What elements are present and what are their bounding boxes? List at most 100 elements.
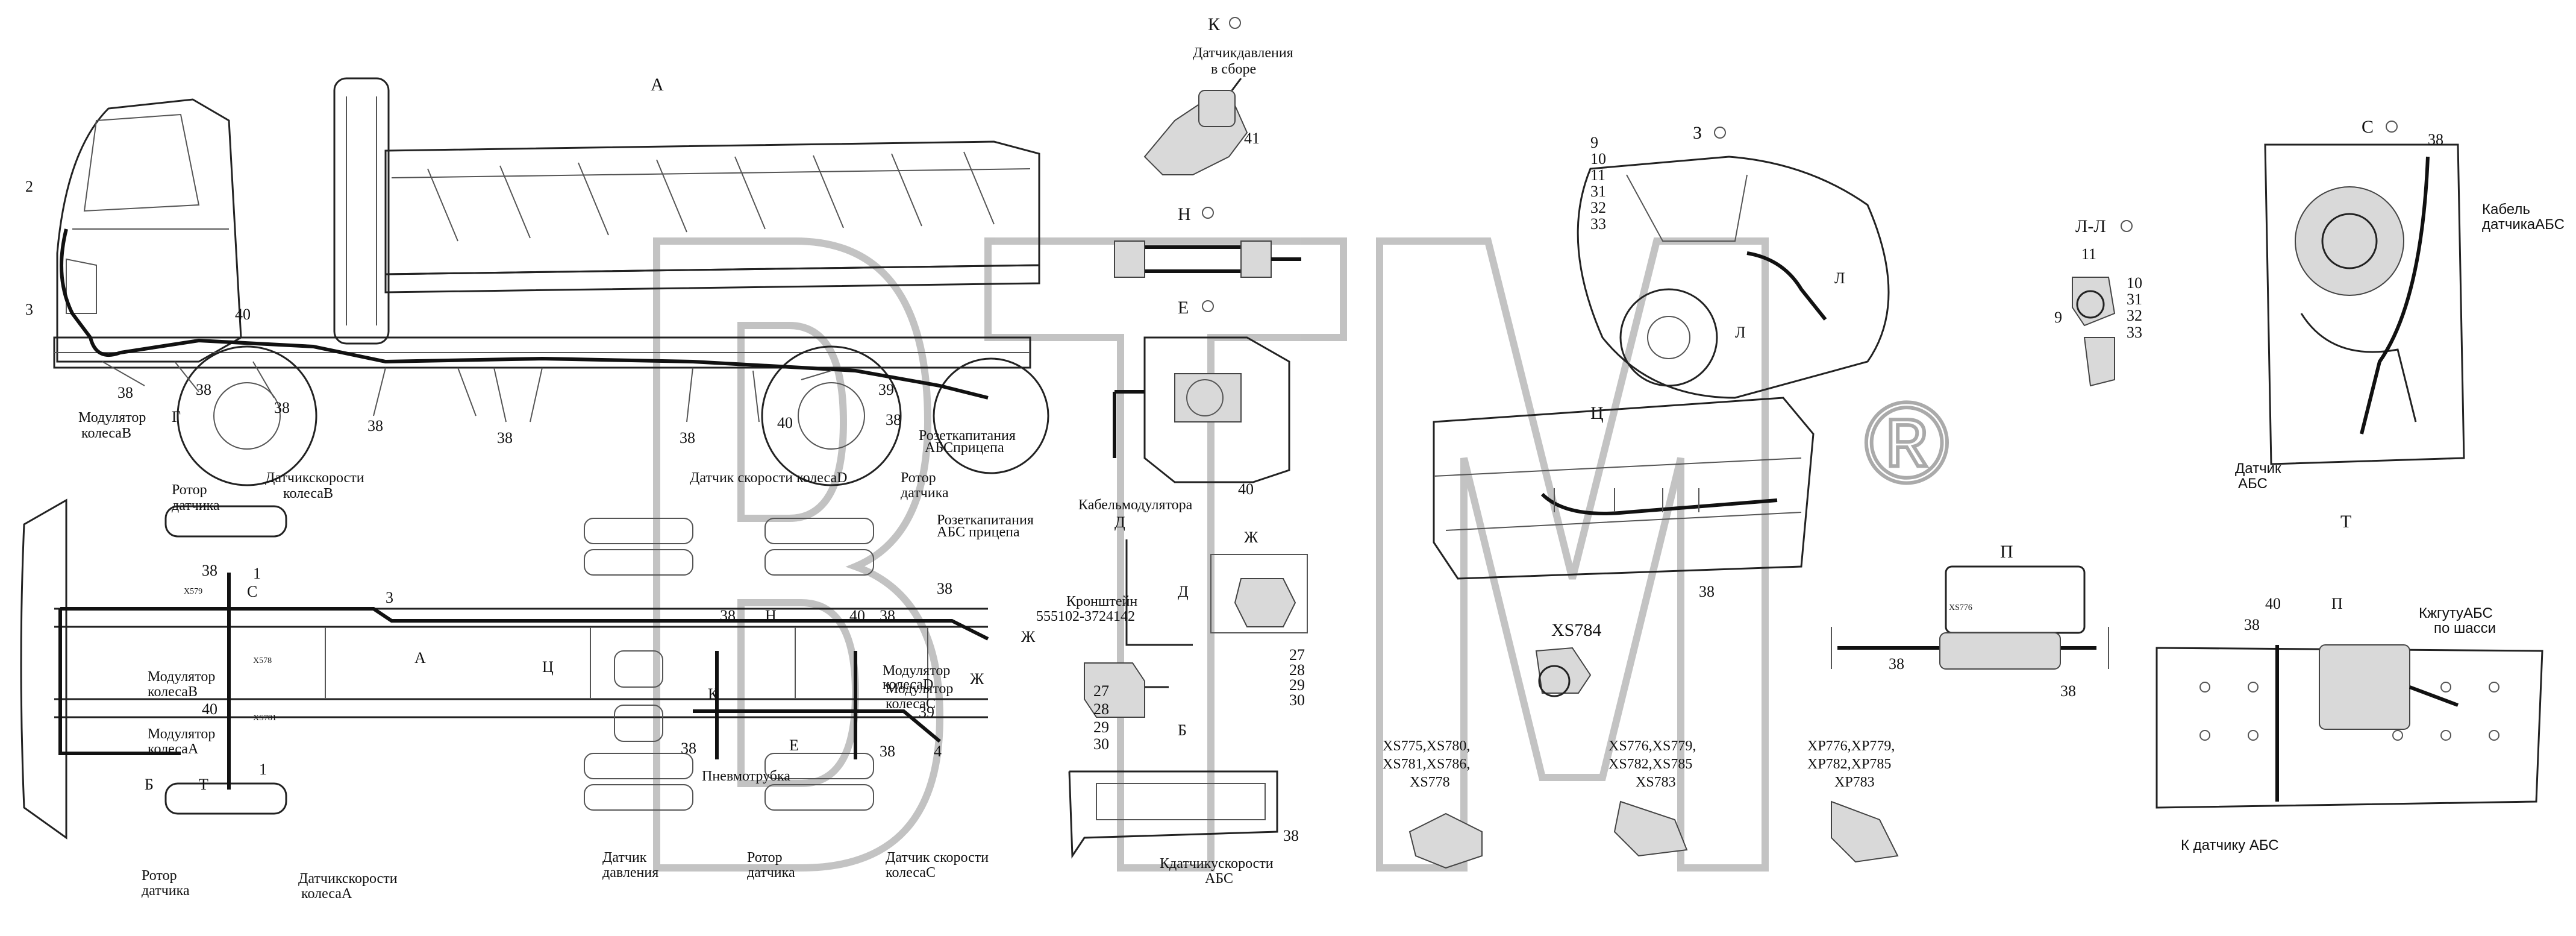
label-rotor-sensor-2: Ротор: [901, 470, 936, 486]
view-s-title: С: [2362, 117, 2374, 137]
label-xs-group1-2: XS781,XS786,: [1383, 756, 1470, 772]
callout-38: 38: [886, 411, 901, 429]
callout-39: 39: [878, 381, 894, 398]
callout-31: 31: [1590, 183, 1606, 200]
callout-1: 1: [253, 565, 261, 582]
callout-38: 38: [196, 381, 211, 398]
label-pressure-sensor-assy: Датчикдавления: [1193, 45, 1293, 61]
tag-x579: X579: [184, 587, 202, 596]
callout-40: 40: [202, 700, 217, 718]
label-abs-sensor-2: АБС: [2238, 476, 2268, 492]
callout-28: 28: [1289, 661, 1305, 679]
callout-38: 38: [1889, 655, 1904, 673]
callout-38: 38: [880, 743, 895, 760]
label-modulator-b-plan: Модулятор: [148, 669, 215, 685]
label-abs-socket-plan-2: АБС прицепа: [937, 524, 1020, 540]
callout-l-arrow: Л: [1834, 269, 1845, 287]
label-speed-sensor-a: Датчикскорости: [298, 871, 398, 887]
callout-38: 38: [2060, 682, 2076, 700]
callout-31: 31: [2127, 291, 2142, 308]
connectors: XS784 XS775,XS780, XS781,XS786, XS778 XS…: [1383, 620, 1899, 869]
label-modulator-d-2: колесаD: [883, 677, 933, 693]
view-ts-title: Ц: [1590, 403, 1604, 423]
label-to-abs-sensor: К датчику АБС: [2181, 837, 2279, 853]
label-rotor-sensor-3: Ротор: [747, 850, 783, 865]
label-modulator-a-2: колесаА: [148, 741, 199, 757]
view-n-connector: Н: [1114, 204, 1301, 278]
label-to-speed-sensor-2: АБС: [1205, 871, 1233, 887]
tag-xs776: XS776: [1949, 603, 1972, 612]
callout-39: 39: [919, 703, 934, 721]
callout-11: 11: [2081, 245, 2096, 263]
callout-40: 40: [777, 414, 793, 432]
callout-1: 1: [259, 761, 267, 778]
callout-n-view: Н: [765, 607, 777, 624]
callout-38: 38: [880, 607, 895, 624]
label-to-harness-abs-2: по шасси: [2434, 620, 2496, 636]
label-modulator-b: Модулятор: [78, 410, 146, 426]
view-k-pressure-sensor: К Датчикдавления в сборе 41: [1143, 14, 1293, 175]
watermark-btm: [653, 237, 1769, 872]
callout-38: 38: [367, 417, 383, 435]
label-pressure-sensor-2: давления: [602, 865, 658, 881]
callout-38: 38: [720, 607, 736, 624]
label-xs-group2: XS776,XS779,: [1608, 738, 1696, 754]
label-modulator-d: Модулятор: [883, 663, 950, 679]
callout-29: 29: [1289, 676, 1305, 694]
callout-38: 38: [2244, 616, 2260, 633]
callout-d-arrow: Д: [1178, 583, 1189, 600]
callout-38: 38: [117, 384, 133, 401]
label-xs-group1: XS775,XS780,: [1383, 738, 1470, 754]
label-rotor-sensor-2: датчика: [172, 498, 220, 514]
callout-38: 38: [1283, 827, 1299, 844]
view-p-valve: П 38 38 XS776: [1831, 542, 2109, 700]
label-speed-sensor-b-2: колесаВ: [283, 486, 333, 501]
label-pressure-sensor: Датчик: [602, 850, 647, 865]
callout-10: 10: [2127, 274, 2142, 292]
label-xs784: XS784: [1551, 620, 1601, 640]
label-rotor-sensor-plan: Ротор: [142, 868, 177, 884]
callout-32: 32: [2127, 307, 2142, 324]
callout-zh-arrow: Ж: [1021, 628, 1036, 645]
tag-x578: X578: [253, 656, 272, 665]
callout-30: 30: [1093, 735, 1109, 753]
callout-38: 38: [202, 562, 217, 579]
view-n-title: Н: [1178, 204, 1191, 224]
view-ts-frame: Ц 38: [1433, 397, 1815, 600]
label-cable-modulator: Кабельмодулятора: [1078, 497, 1193, 513]
label-modulator-c-2: колесаС: [886, 696, 936, 712]
callout-3: 3: [25, 301, 33, 318]
callout-9: 9: [2054, 309, 2062, 326]
label-abs-socket-2: АБСприцепа: [925, 440, 1004, 456]
callout-t-arrow: Т: [199, 776, 208, 793]
label-rotor-sensor-plan-2: датчика: [142, 883, 190, 899]
label-pressure-sensor-assy-2: в сборе: [1211, 61, 1256, 77]
callout-p-arrow: П: [2331, 595, 2343, 612]
callout-11: 11: [1590, 166, 1605, 184]
callout-38: 38: [2428, 131, 2443, 148]
label-modulator-b-plan-2: колесаВ: [148, 684, 198, 700]
callout-38: 38: [274, 399, 290, 416]
callout-10: 10: [1590, 150, 1606, 168]
callout-k-view: К: [708, 685, 719, 703]
view-z-title: З: [1693, 123, 1702, 143]
view-e-modulator: Е 40 Кабельмодулятора: [1078, 298, 1290, 513]
label-xs-group2-2: XS782,XS785: [1608, 756, 1692, 772]
callout-a-arrow: А: [414, 649, 426, 667]
label-bracket: Кронштейн: [1066, 594, 1137, 609]
callout-c-arrow: С: [247, 583, 257, 600]
view-b-bracket: Д Кронштейн 555102-3724142 Д 27 28 29 30…: [1036, 514, 1308, 887]
tag-xs781: XS781: [253, 714, 277, 723]
label-rotor-sensor-2b: датчика: [901, 485, 949, 501]
label-abs-sensor: Датчик: [2235, 460, 2281, 477]
callout-38: 38: [1699, 583, 1715, 600]
callout-29: 29: [1093, 718, 1109, 736]
view-ll-section: Л-Л 11 9 10 31 32 33: [2054, 216, 2142, 387]
view-z-housing: З 9 10 11 31 32 33 Л Л: [1577, 123, 1890, 399]
callout-38: 38: [937, 580, 952, 597]
label-to-harness-abs: КжгутуАБС: [2419, 605, 2493, 621]
callout-3: 3: [386, 589, 393, 606]
trademark-symbol: ®: [1865, 379, 1949, 507]
view-p-title: П: [2000, 542, 2013, 562]
